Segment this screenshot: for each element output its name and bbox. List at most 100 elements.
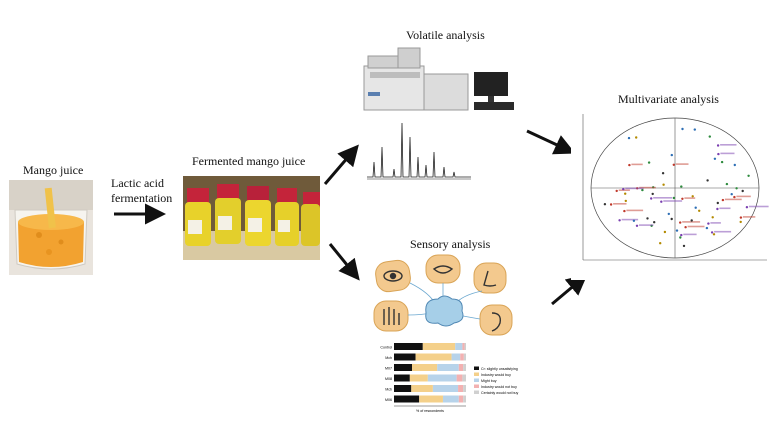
legend-entry: Certainly would not buy (481, 391, 519, 395)
biplot-point (706, 179, 709, 182)
bar-segment (460, 353, 464, 361)
biplot-point (739, 216, 743, 219)
legend-swatch (474, 384, 479, 388)
biplot-label-mark (682, 221, 701, 223)
bar-segment (419, 395, 443, 403)
bar-segment (394, 364, 412, 371)
sensory-senses-graphic (370, 253, 516, 339)
biplot-point (635, 136, 638, 139)
biplot-label-mark (748, 205, 769, 208)
bar-segment (422, 343, 456, 350)
bar-segment (412, 364, 438, 371)
fermented-juice-label: Fermented mango juice (192, 154, 306, 168)
sensory-analysis-label: Sensory analysis (410, 237, 491, 251)
biplot-point (623, 209, 626, 213)
biplot-point (705, 226, 709, 230)
mango-juice-photo (9, 180, 93, 275)
biplot-point (615, 189, 618, 193)
biplot-point (672, 196, 676, 200)
biplot-point (681, 127, 684, 131)
arrow-to-volatile (323, 144, 359, 185)
biplot-point (647, 161, 651, 164)
biplot-point (684, 226, 687, 229)
multivariate-analysis-label: Multivariate analysis (618, 92, 719, 106)
biplot-point (725, 182, 729, 186)
biplot-point (663, 230, 667, 234)
biplot-label-mark (720, 152, 735, 155)
biplot-point (646, 217, 649, 220)
biplot-point (651, 192, 654, 196)
biplot-point (681, 197, 684, 200)
biplot-point (672, 163, 675, 166)
biplot-point (624, 199, 627, 203)
legend-swatch (474, 366, 479, 370)
biplot-point (670, 217, 673, 221)
legend-entry: Cr: slightly unsatisfying (481, 367, 518, 371)
bar-row-label: Mcb (385, 388, 392, 392)
biplot-point (713, 157, 717, 160)
bar-segment (442, 395, 459, 403)
biplot-point (693, 128, 696, 131)
bar-segment (451, 353, 461, 361)
bar-segment (458, 395, 464, 403)
legend-entry: Might buy (481, 379, 497, 383)
legend-entry: Industry would buy (481, 373, 511, 377)
fermentation-label-line1: Lactic acid (111, 176, 164, 190)
biplot-point (733, 195, 736, 199)
biplot-point (716, 144, 720, 147)
biplot-point (667, 212, 670, 216)
bar-segment (427, 374, 457, 382)
biplot-label-mark (710, 222, 721, 224)
biplot-point (680, 185, 683, 188)
biplot-point (712, 233, 716, 236)
biplot-point (679, 236, 682, 239)
mouth-icon (425, 254, 461, 284)
biplot-point (680, 233, 683, 237)
bar-segment (463, 353, 466, 361)
bar-segment (462, 343, 465, 350)
gc-ms-instrument (362, 44, 518, 116)
biplot-label-mark (724, 198, 742, 201)
biplot-point (609, 203, 613, 206)
biplot-point (717, 152, 720, 156)
biplot-label-mark (621, 218, 639, 221)
biplot-point (632, 219, 636, 222)
biplot-point (641, 188, 644, 192)
bar-segment (415, 353, 452, 361)
bar-segment (409, 374, 428, 382)
legend-entry: Industry would not buy (481, 385, 517, 389)
biplot-point (735, 187, 738, 190)
biplot-point (650, 197, 653, 200)
biplot-point (661, 172, 665, 175)
biplot-point (635, 224, 639, 227)
legend-swatch (474, 390, 479, 394)
biplot-label-mark (720, 144, 737, 146)
biplot-label-mark (631, 163, 643, 166)
biplot-point (662, 183, 665, 186)
biplot-label-mark (719, 207, 731, 210)
bar-row-label: Mch (385, 356, 392, 360)
biplot-point (659, 242, 662, 245)
biplot-point (624, 192, 627, 195)
biplot-point (707, 222, 710, 225)
biplot-label-mark (714, 230, 732, 233)
bar-segment (463, 364, 466, 371)
biplot-point (628, 163, 631, 167)
bar-segment (463, 385, 466, 392)
bar-segment (458, 364, 464, 371)
fermented-juice-photo (183, 176, 320, 260)
bar-segment (463, 395, 466, 403)
biplot-point (733, 163, 736, 167)
biplot-point (675, 229, 679, 232)
arrow-volatile-to-multivariate (526, 129, 576, 155)
biplot-label-mark (613, 203, 627, 205)
biplot-label-mark (639, 186, 656, 189)
biplot-point (653, 221, 656, 224)
biplot-point (739, 220, 742, 224)
arrow-sensory-to-multivariate (551, 274, 588, 306)
bar-segment (464, 343, 466, 350)
biplot-label-mark (663, 200, 683, 202)
bar-row-label: Control (380, 346, 392, 350)
biplot-point (716, 207, 719, 211)
